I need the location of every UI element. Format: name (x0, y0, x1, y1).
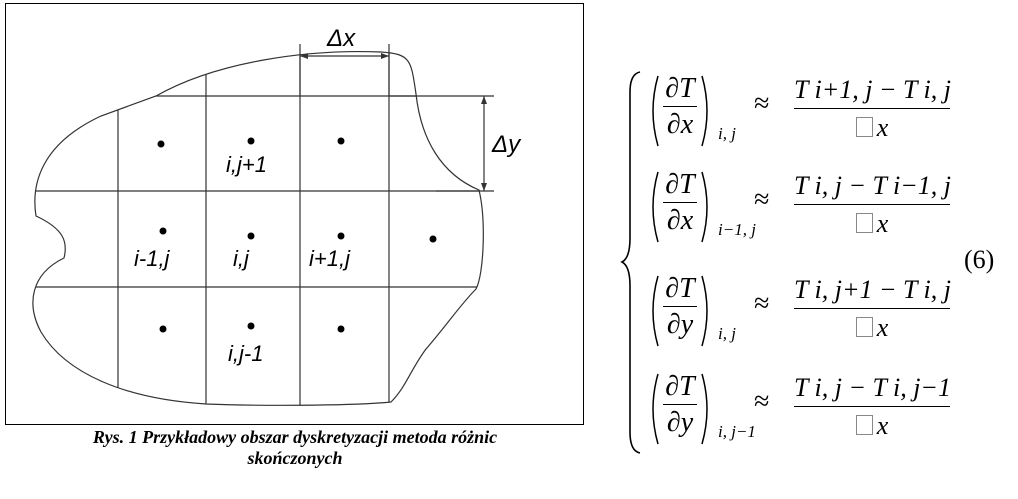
close-paren (701, 75, 708, 147)
grid-lines (32, 51, 484, 406)
delta-y-label: Δy (491, 131, 522, 158)
node-label-left: i-1,j (134, 246, 171, 271)
missing-glyph-box (855, 317, 873, 337)
node-dot (247, 137, 255, 145)
open-paren (652, 373, 659, 445)
delta-x-label: Δx (326, 25, 356, 52)
missing-glyph-box (855, 213, 873, 233)
missing-glyph-box (855, 117, 873, 137)
node-dot (247, 232, 255, 240)
node-dot (337, 137, 345, 145)
partial-derivative: ∂T∂y (663, 370, 697, 439)
subscript: i, j−1 (718, 422, 756, 441)
partial-derivative: ∂T∂x (663, 72, 697, 141)
node-label-top: i,j+1 (226, 152, 267, 177)
approx-sign: ≈ (754, 88, 770, 119)
node-dot (159, 325, 167, 333)
grid-nodes (157, 137, 437, 333)
subscript: i, j (718, 324, 736, 343)
domain-boundary (32, 51, 484, 406)
partial-derivative: ∂T∂x (663, 168, 697, 237)
node-dot (337, 232, 345, 240)
discretization-diagram: Δx Δy i,j+1 i-1,j i,j i+1,j i,j-1 (32, 25, 522, 406)
approx-sign: ≈ (754, 184, 770, 215)
node-label-center: i,j (233, 246, 250, 271)
approx-sign: ≈ (754, 386, 770, 417)
close-paren (701, 275, 708, 347)
subscript: i, j (718, 124, 736, 143)
node-dot (159, 227, 167, 235)
caption-line-2: skończonych (247, 448, 343, 468)
node-label-right: i+1,j (309, 246, 351, 271)
open-paren (652, 171, 659, 243)
equation-number: (6) (964, 245, 995, 274)
node-dot (429, 235, 437, 243)
open-paren (652, 275, 659, 347)
close-paren (701, 171, 708, 243)
subscript: i−1, j (718, 220, 756, 239)
caption-line-1: Rys. 1 Przykładowy obszar dyskretyzacji … (92, 427, 498, 447)
approx-sign: ≈ (754, 288, 770, 319)
node-dot (157, 140, 165, 148)
partial-derivative: ∂T∂y (663, 272, 697, 341)
missing-glyph-box (855, 415, 873, 435)
node-label-bottom: i,j-1 (228, 341, 263, 366)
left-brace (620, 71, 641, 454)
close-paren (701, 373, 708, 445)
open-paren (652, 75, 659, 147)
figure-caption: Rys. 1 Przykładowy obszar dyskretyzacji … (0, 427, 590, 469)
node-dot (337, 325, 345, 333)
discretization-figure: Δx Δy i,j+1 i-1,j i,j i+1,j i,j-1 (5, 3, 584, 425)
node-dot (247, 322, 255, 330)
